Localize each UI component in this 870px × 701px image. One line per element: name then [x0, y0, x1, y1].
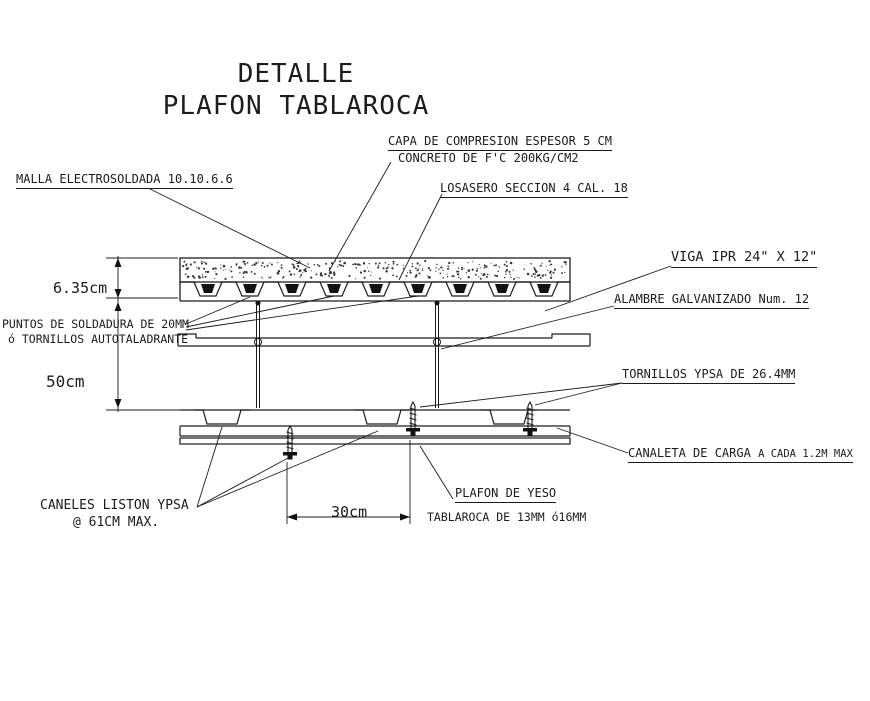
label-canaleta-text: CANALETA DE CARGA A CADA 1.2M MAX [628, 446, 853, 464]
hat-channel-section [354, 409, 410, 425]
hanger-wires [254, 300, 441, 408]
dimension-graphics [106, 256, 411, 524]
label-viga-text: VIGA IPR 24" X 12" [671, 249, 818, 269]
label-losacero: LOSASERO SECCION 4 CAL. 18 [440, 181, 628, 199]
leader-canaleta [556, 427, 629, 454]
label-puntos-soldadura: PUNTOS DE SOLDADURA DE 20MM ó TORNILLOS … [2, 317, 189, 346]
leader-puntos [185, 295, 419, 331]
label-capa-compresion-line1: CAPA DE COMPRESION ESPESOR 5 CM [388, 134, 612, 152]
label-malla-electrosoldada: MALLA ELECTROSOLDADA 10.10.6.6 [16, 172, 233, 190]
ceiling-framing [179, 409, 571, 437]
label-caneles-liston: CANELES LISTON YPSA @ 61CM MAX. [40, 498, 189, 531]
leader-caneles [196, 456, 291, 508]
leader-malla [149, 188, 311, 269]
label-tornillos-ypsa: TORNILLOS YPSA DE 26.4MM [622, 367, 796, 385]
leader-plafon [419, 445, 454, 500]
concrete-slab [179, 257, 571, 301]
label-viga-ipr: VIGA IPR 24" X 12" [671, 249, 818, 269]
beam-ipr [177, 300, 591, 347]
label-canaleta-main: CANALETA DE CARGA [628, 446, 751, 460]
weld-points [201, 284, 551, 293]
label-puntos-line2: ó TORNILLOS AUTOTALADRANTE [8, 331, 189, 346]
leader-capa [328, 161, 392, 272]
label-capa-compresion-line2: CONCRETO DE F'C 200KG/CM2 [398, 151, 579, 166]
leader-losacero [398, 193, 443, 281]
concrete-stipple-texture [181, 259, 567, 281]
label-canaleta-carga: CANALETA DE CARGA A CADA 1.2M MAX [628, 446, 853, 464]
label-canaleta-sub: A CADA 1.2M MAX [758, 448, 853, 460]
drawing-title: DETALLE PLAFON TABLAROCA [160, 58, 432, 122]
steel-deck [180, 281, 570, 297]
label-capa-compresion: CAPA DE COMPRESION ESPESOR 5 CM CONCRETO… [388, 134, 612, 167]
drywall-panel [179, 437, 571, 445]
dimension-slab-thickness: 6.35cm [53, 279, 108, 297]
label-tornillos-text: TORNILLOS YPSA DE 26.4MM [622, 367, 796, 385]
screw-symbol [406, 400, 420, 436]
leader-caneles [196, 426, 223, 508]
label-plafon-yeso: PLAFON DE YESO [455, 486, 557, 504]
leader-alambre [440, 305, 615, 350]
dimension-screw-spacing: 30cm [331, 503, 368, 521]
leader-viga [544, 265, 672, 312]
label-alambre-galvanizado: ALAMBRE GALVANIZADO Num. 12 [614, 292, 810, 310]
drawing-title-line1: DETALLE [237, 59, 355, 89]
screw-symbol [523, 400, 537, 436]
label-malla-text: MALLA ELECTROSOLDADA 10.10.6.6 [16, 172, 233, 190]
leader-puntos [185, 296, 251, 325]
hat-channel-section [194, 409, 250, 425]
leader-puntos [185, 295, 335, 328]
label-losacero-text: LOSASERO SECCION 4 CAL. 18 [440, 181, 628, 199]
leader-tornillos [534, 382, 623, 406]
label-caneles-line2: @ 61CM MAX. [73, 514, 160, 530]
leader-lines [149, 161, 672, 508]
label-caneles-line1: CANELES LISTON YPSA [40, 498, 189, 513]
leader-tornillos [419, 382, 623, 408]
label-tablaroca: TABLAROCA DE 13MM ó16MM [427, 510, 587, 524]
hat-channel-section [481, 409, 537, 425]
dimension-plenum-height: 50cm [46, 372, 85, 391]
drawing-title-line2: PLAFON TABLAROCA [162, 91, 430, 121]
leader-caneles [196, 430, 379, 508]
label-plafon-text: PLAFON DE YESO [455, 486, 557, 504]
label-puntos-line1: PUNTOS DE SOLDADURA DE 20MM [2, 317, 189, 331]
label-alambre-text: ALAMBRE GALVANIZADO Num. 12 [614, 292, 810, 310]
